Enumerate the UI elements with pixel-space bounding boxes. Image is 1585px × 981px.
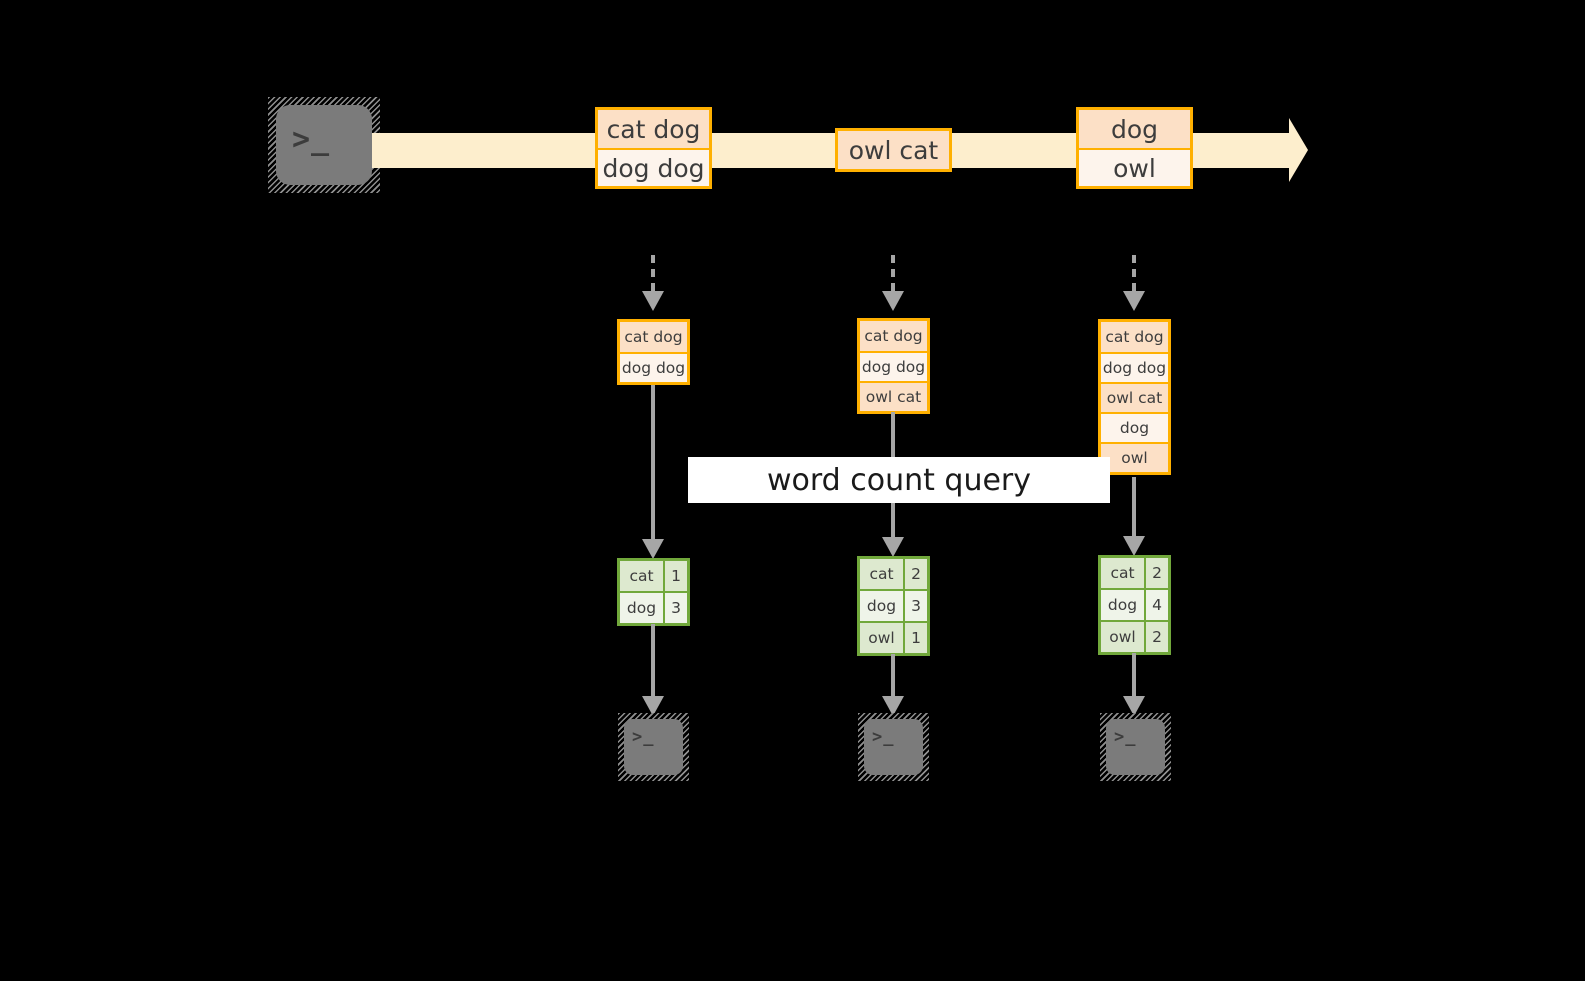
stream-tap-line-2 xyxy=(891,255,895,291)
snapshot-3-buffer-row: dog dog xyxy=(1101,352,1168,382)
terminal-screen xyxy=(864,719,923,775)
result-count: 1 xyxy=(903,623,927,653)
snapshot-1-buffer: cat dog dog dog xyxy=(617,319,690,385)
stream-tap-line-3 xyxy=(1132,255,1136,291)
result-count: 2 xyxy=(1144,558,1168,588)
snapshot-1-output-arrowhead xyxy=(642,696,664,716)
snapshot-3-buffer-row: cat dog xyxy=(1101,322,1168,352)
result-count: 2 xyxy=(1144,622,1168,652)
table-row: cat 2 xyxy=(1101,558,1168,588)
table-row: cat 1 xyxy=(620,561,687,591)
snapshot-1-buffer-row: cat dog xyxy=(620,322,687,352)
result-word: dog xyxy=(626,599,657,617)
result-count: 1 xyxy=(663,561,687,591)
query-label-text: word count query xyxy=(766,462,1032,498)
terminal-prompt-glyph: >_ xyxy=(1114,727,1137,747)
terminal-prompt-glyph: >_ xyxy=(872,727,895,747)
query-label-band: word count query xyxy=(688,457,1110,503)
snapshot-3-query-line xyxy=(1132,477,1136,538)
input-stream-arrowhead xyxy=(1289,118,1308,182)
snapshot-2-output-line xyxy=(891,654,895,697)
stream-message-1-line-2: dog dog xyxy=(598,148,709,186)
table-row: dog 3 xyxy=(620,591,687,623)
result-count: 2 xyxy=(903,559,927,589)
stream-tap-arrowhead-3 xyxy=(1123,291,1145,311)
snapshot-1-output-line xyxy=(651,624,655,697)
terminal-prompt-glyph: >_ xyxy=(292,122,331,157)
stream-tap-line-1 xyxy=(651,255,655,291)
snapshot-3-buffer: cat dog dog dog owl cat dog owl xyxy=(1098,319,1171,475)
stream-message-1-line-1: cat dog xyxy=(598,110,709,148)
terminal-screen xyxy=(624,719,683,775)
stream-tap-arrowhead-1 xyxy=(642,291,664,311)
snapshot-1-buffer-row: dog dog xyxy=(620,352,687,382)
result-word: dog xyxy=(866,597,897,615)
snapshot-1-result-table: cat 1 dog 3 xyxy=(617,558,690,626)
stream-message-1: cat dog dog dog xyxy=(595,107,712,189)
result-word: cat xyxy=(1110,564,1135,582)
result-word: cat xyxy=(869,565,894,583)
snapshot-3-buffer-row: owl xyxy=(1101,442,1168,472)
snapshot-2-buffer-row: owl cat xyxy=(860,381,927,411)
terminal-screen xyxy=(276,105,372,185)
snapshot-2-output-arrowhead xyxy=(882,696,904,716)
snapshot-3-query-arrowhead xyxy=(1123,536,1145,556)
snapshot-1-consumer-terminal-icon: >_ xyxy=(618,713,689,781)
snapshot-3-output-arrowhead xyxy=(1123,696,1145,716)
result-word: owl xyxy=(1109,628,1136,646)
stream-message-3: dog owl xyxy=(1076,107,1193,189)
producer-terminal-icon: >_ xyxy=(268,97,380,193)
snapshot-2-query-arrowhead xyxy=(882,537,904,557)
result-word: cat xyxy=(629,567,654,585)
stream-message-2-line-1: owl cat xyxy=(838,131,949,169)
snapshot-1-query-arrowhead xyxy=(642,539,664,559)
stream-tap-arrowhead-2 xyxy=(882,291,904,311)
snapshot-3-consumer-terminal-icon: >_ xyxy=(1100,713,1171,781)
snapshot-2-buffer: cat dog dog dog owl cat xyxy=(857,318,930,414)
result-word: dog xyxy=(1107,596,1138,614)
snapshot-3-buffer-row: owl cat xyxy=(1101,382,1168,412)
snapshot-2-result-table: cat 2 dog 3 owl 1 xyxy=(857,556,930,656)
snapshot-1-query-line xyxy=(651,385,655,540)
result-count: 3 xyxy=(903,591,927,621)
snapshot-2-consumer-terminal-icon: >_ xyxy=(858,713,929,781)
terminal-prompt-glyph: >_ xyxy=(632,727,655,747)
table-row: owl 2 xyxy=(1101,620,1168,652)
table-row: cat 2 xyxy=(860,559,927,589)
result-count: 3 xyxy=(663,593,687,623)
terminal-screen xyxy=(1106,719,1165,775)
stream-message-3-line-2: owl xyxy=(1079,148,1190,186)
result-word: owl xyxy=(868,629,895,647)
snapshot-2-buffer-row: cat dog xyxy=(860,321,927,351)
snapshot-3-result-table: cat 2 dog 4 owl 2 xyxy=(1098,555,1171,655)
table-row: owl 1 xyxy=(860,621,927,653)
stream-message-2: owl cat xyxy=(835,128,952,172)
table-row: dog 3 xyxy=(860,589,927,621)
snapshot-2-buffer-row: dog dog xyxy=(860,351,927,381)
snapshot-3-output-line xyxy=(1132,653,1136,697)
snapshot-3-buffer-row: dog xyxy=(1101,412,1168,442)
result-count: 4 xyxy=(1144,590,1168,620)
table-row: dog 4 xyxy=(1101,588,1168,620)
stream-message-3-line-1: dog xyxy=(1079,110,1190,148)
